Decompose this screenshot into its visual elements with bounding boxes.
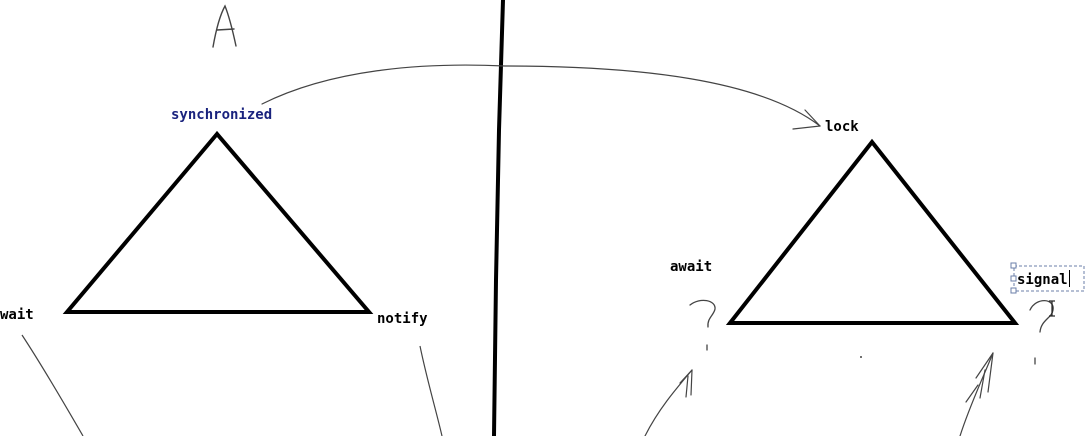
sketch-letter-a: [212, 4, 237, 48]
label-wait: wait: [0, 307, 34, 323]
mapping-arrow: [261, 64, 821, 130]
left-triangle: [62, 130, 374, 314]
text-caret: [1069, 270, 1070, 287]
label-await: await: [670, 259, 712, 275]
signal-text-box[interactable]: signal: [1010, 262, 1085, 294]
left-sketch-curve: [21, 334, 84, 436]
question-mark-right: [1029, 299, 1054, 365]
label-synchronized: synchronized: [171, 107, 272, 123]
label-notify: notify: [377, 311, 428, 327]
right-triangle: [725, 138, 1020, 325]
resize-handle-ml[interactable]: [1010, 275, 1017, 282]
right-sketch-curve: [419, 345, 443, 436]
await-arrow: [644, 369, 693, 436]
resize-handle-bl[interactable]: [1010, 287, 1017, 294]
question-mark-left: [689, 299, 716, 351]
label-lock: lock: [825, 119, 859, 135]
divider-line: [492, 0, 505, 436]
text-ibeam-icon: [1049, 300, 1055, 317]
label-signal[interactable]: signal: [1017, 272, 1068, 288]
resize-handle-tl[interactable]: [1010, 262, 1017, 269]
signal-arrow: [959, 352, 994, 436]
stray-dot: [860, 356, 862, 358]
